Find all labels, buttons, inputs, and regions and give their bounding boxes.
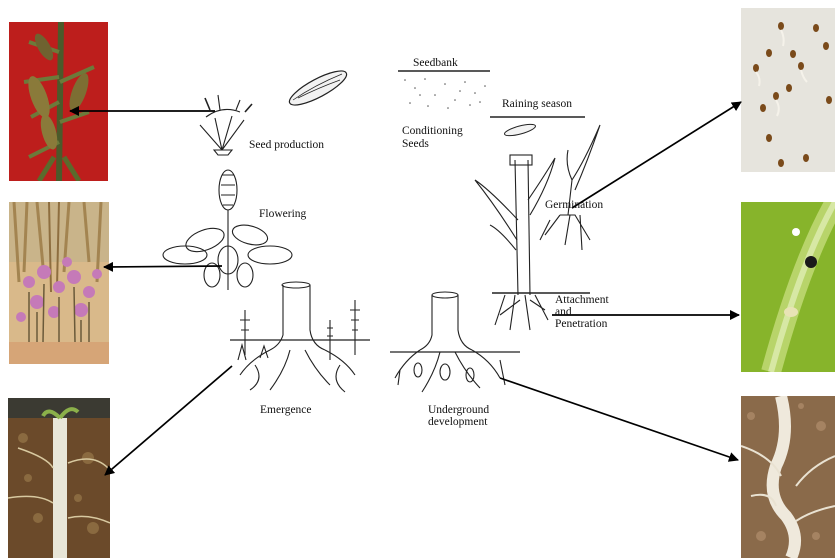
germination-label: Germination: [545, 199, 603, 211]
seed-illustration: [286, 65, 351, 111]
seedbank-soil: [398, 71, 490, 109]
seedbank-label: Seedbank: [413, 57, 458, 69]
arrows: [70, 102, 741, 475]
seed-production-illustration: [200, 95, 252, 155]
development-label: development: [428, 416, 487, 428]
emergence-illustration: [230, 282, 370, 392]
attachment-and-label: and: [555, 306, 572, 318]
conditioning-label: Conditioning: [402, 125, 463, 137]
flowering-illustration: [163, 170, 292, 290]
arrow-germination: [572, 102, 741, 208]
emergence-label: Emergence: [260, 404, 312, 416]
arrow-emergence: [105, 366, 232, 475]
seed-production-label: Seed production: [249, 139, 324, 151]
underground-label: Underground: [428, 404, 489, 416]
penetration-label: Penetration: [555, 318, 607, 330]
arrow-flowering: [104, 266, 222, 267]
flowering-label: Flowering: [259, 208, 306, 220]
conditioning-seeds-label: Seeds: [402, 138, 429, 150]
raining-season-label: Raining season: [502, 98, 572, 110]
arrow-underground: [500, 378, 738, 460]
attachment-label: Attachment: [555, 294, 609, 306]
